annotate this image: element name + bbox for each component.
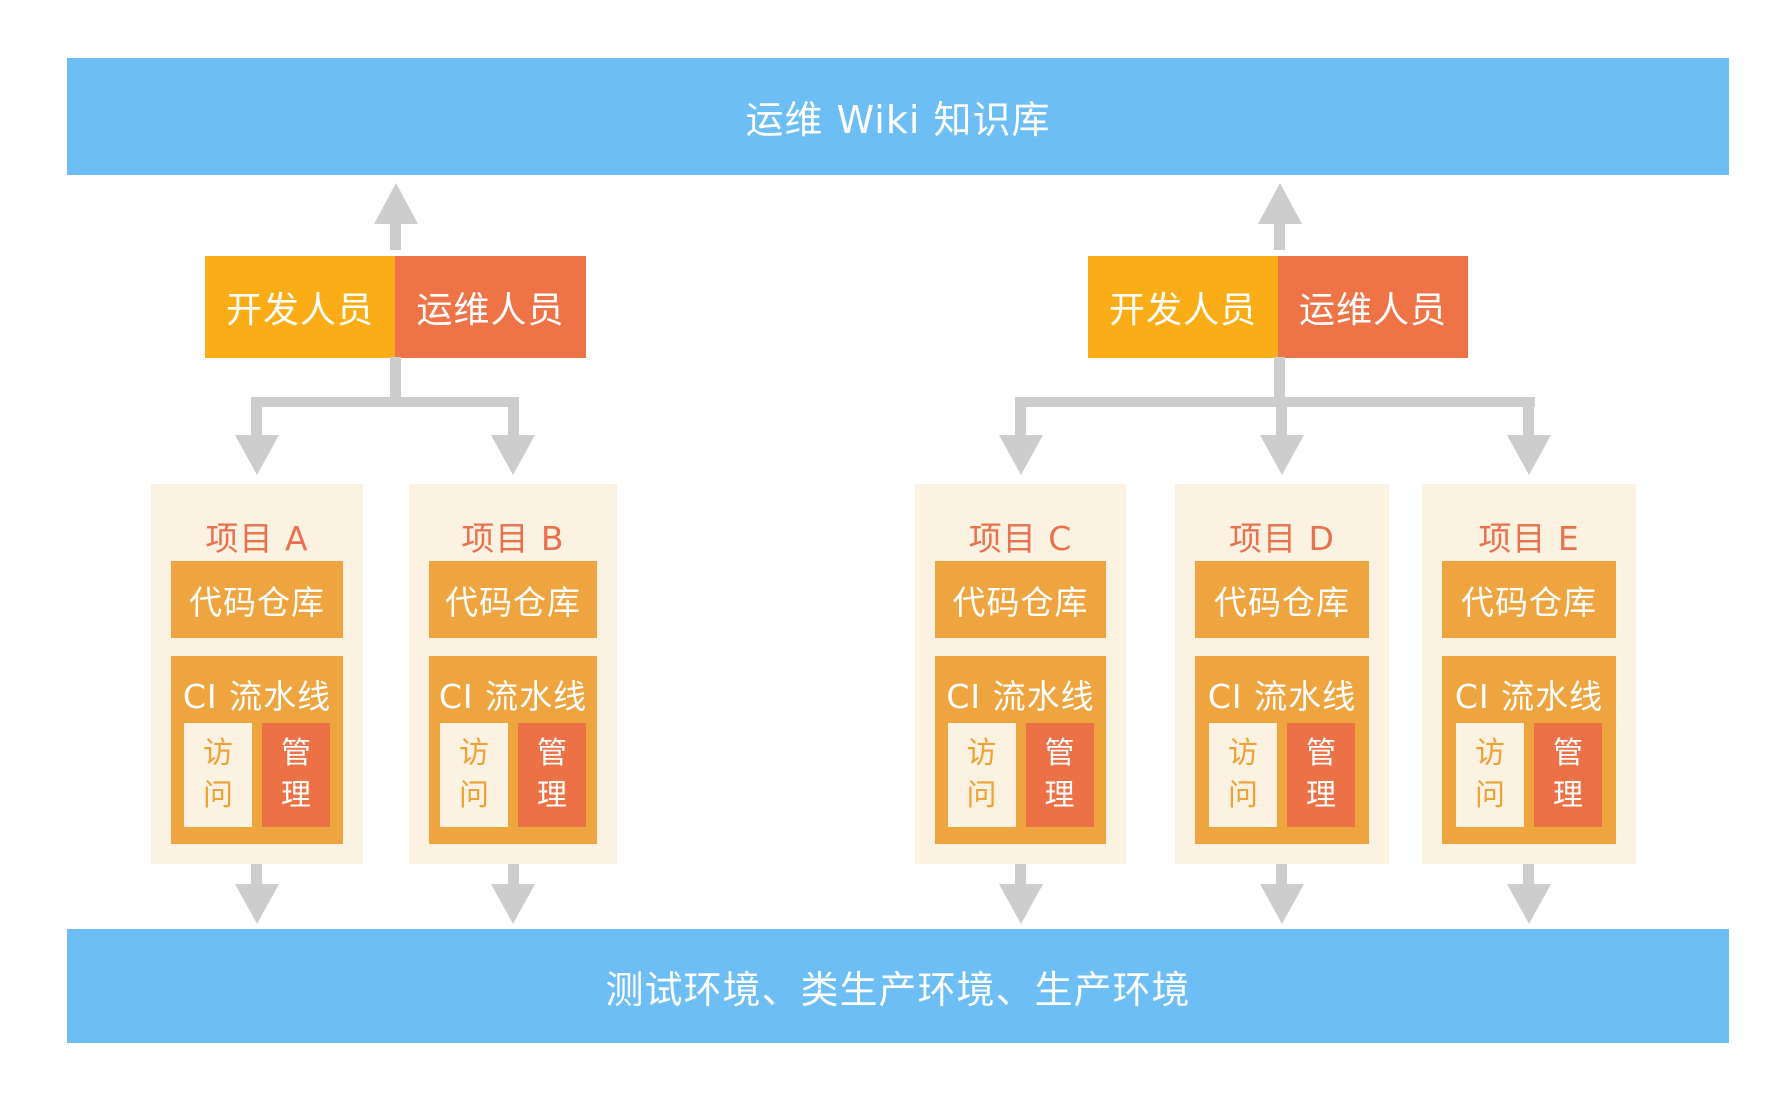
branch-right-drop-d (1276, 397, 1287, 435)
project-b-ci-label: CI 流水线 (438, 677, 588, 716)
env-arrow-b-shaft (508, 864, 519, 884)
arrow-down-project-e-head (1507, 435, 1551, 475)
branch-left-crossbar (251, 397, 519, 407)
ops-box-left: 运维人员 (395, 256, 586, 358)
env-arrow-d-shaft (1276, 864, 1287, 884)
project-e-ci-row: 访问 管理 (1442, 723, 1616, 827)
developers-label-left: 开发人员 (225, 290, 374, 331)
arrow-down-project-b-head (491, 435, 535, 475)
wiki-knowledge-base-bar: 运维 Wiki 知识库 (67, 58, 1729, 175)
project-box-d: 项目 D 代码仓库 CI 流水线 访问 管理 (1175, 484, 1389, 864)
project-c-title: 项目 C (968, 519, 1073, 558)
project-c-ci-row: 访问 管理 (935, 723, 1106, 827)
project-b-code-repo: 代码仓库 (429, 561, 597, 638)
branch-right-drop-e (1523, 397, 1534, 435)
ops-label-left: 运维人员 (416, 290, 565, 331)
project-b-ci-row: 访问 管理 (429, 723, 597, 827)
branch-left-drop-b (508, 397, 519, 435)
project-box-a: 项目 A 代码仓库 CI 流水线 访问 管理 (151, 484, 363, 864)
project-e-manage-chip: 管理 (1534, 723, 1602, 827)
project-a-ci-label: CI 流水线 (182, 677, 332, 716)
project-d-ci-label: CI 流水线 (1207, 677, 1357, 716)
arrow-up-right-head (1258, 183, 1302, 224)
branch-right-stem (1274, 357, 1285, 402)
env-arrow-e-head (1507, 884, 1551, 924)
env-arrow-a-shaft (251, 864, 262, 884)
project-d-title: 项目 D (1229, 519, 1335, 558)
people-row-left: 开发人员 运维人员 (205, 256, 586, 358)
project-d-ci-row: 访问 管理 (1195, 723, 1369, 827)
project-d-access-chip: 访问 (1209, 723, 1277, 827)
environments-bar-label: 测试环境、类生产环境、生产环境 (605, 967, 1191, 1012)
project-c-ci-label: CI 流水线 (946, 677, 1095, 716)
developers-box-left: 开发人员 (205, 256, 395, 358)
project-a-ci-row: 访问 管理 (171, 723, 343, 827)
environments-bar: 测试环境、类生产环境、生产环境 (67, 929, 1729, 1043)
env-arrow-c-shaft (1015, 864, 1026, 884)
project-b-access-chip: 访问 (440, 723, 508, 827)
arrow-down-project-d-head (1260, 435, 1304, 475)
project-e-ci-label: CI 流水线 (1454, 677, 1604, 716)
project-b-ci-pipeline: CI 流水线 访问 管理 (429, 656, 597, 844)
project-c-ci-pipeline: CI 流水线 访问 管理 (935, 656, 1106, 844)
arrow-down-project-a-head (235, 435, 279, 475)
arrow-up-left-shaft (390, 224, 401, 250)
project-d-code-repo: 代码仓库 (1195, 561, 1369, 638)
branch-right-crossbar (1015, 397, 1535, 407)
project-box-c: 项目 C 代码仓库 CI 流水线 访问 管理 (915, 484, 1126, 864)
developers-label-right: 开发人员 (1108, 290, 1257, 331)
branch-right-drop-c (1015, 397, 1026, 435)
env-arrow-d-head (1260, 884, 1304, 924)
arrow-up-right-shaft (1274, 224, 1285, 250)
env-arrow-c-head (999, 884, 1043, 924)
wiki-bar-label: 运维 Wiki 知识库 (745, 98, 1051, 142)
project-box-b: 项目 B 代码仓库 CI 流水线 访问 管理 (409, 484, 617, 864)
project-a-code-repo: 代码仓库 (171, 561, 343, 638)
branch-left-drop-a (251, 397, 262, 435)
project-e-code-repo: 代码仓库 (1442, 561, 1616, 638)
ops-label-right: 运维人员 (1298, 290, 1447, 331)
project-e-ci-pipeline: CI 流水线 访问 管理 (1442, 656, 1616, 844)
env-arrow-b-head (491, 884, 535, 924)
people-row-right: 开发人员 运维人员 (1088, 256, 1468, 358)
ops-box-right: 运维人员 (1278, 256, 1468, 358)
env-arrow-e-shaft (1523, 864, 1534, 884)
project-b-title: 项目 B (461, 519, 565, 558)
project-d-manage-chip: 管理 (1287, 723, 1355, 827)
project-c-manage-chip: 管理 (1025, 723, 1094, 827)
env-arrow-a-head (235, 884, 279, 924)
project-e-access-chip: 访问 (1456, 723, 1524, 827)
project-c-access-chip: 访问 (947, 723, 1016, 827)
project-e-title: 项目 E (1478, 519, 1580, 558)
project-b-manage-chip: 管理 (518, 723, 586, 827)
project-c-code-repo: 代码仓库 (935, 561, 1106, 638)
project-a-access-chip: 访问 (184, 723, 252, 827)
arrow-down-project-c-head (999, 435, 1043, 475)
branch-left-stem (390, 357, 401, 402)
project-d-ci-pipeline: CI 流水线 访问 管理 (1195, 656, 1369, 844)
project-a-title: 项目 A (205, 519, 309, 558)
project-box-e: 项目 E 代码仓库 CI 流水线 访问 管理 (1422, 484, 1636, 864)
developers-box-right: 开发人员 (1088, 256, 1278, 358)
project-a-ci-pipeline: CI 流水线 访问 管理 (171, 656, 343, 844)
arrow-up-left-head (374, 183, 418, 224)
project-a-manage-chip: 管理 (262, 723, 330, 827)
